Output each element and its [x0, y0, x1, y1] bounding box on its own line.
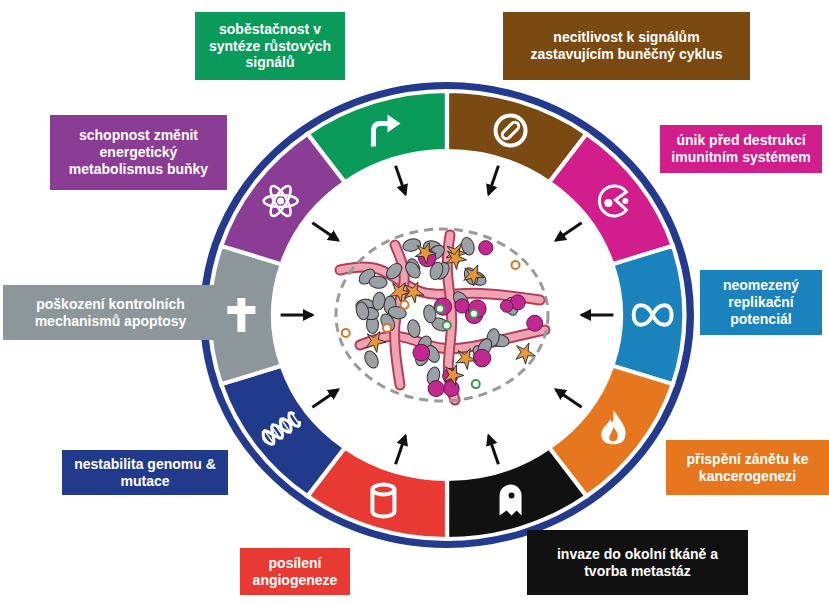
tumor-cell	[402, 237, 422, 253]
hallmark-icon	[500, 485, 522, 516]
small-cell	[383, 324, 391, 332]
hallmark-label: schopnost změnit energetický metabolismu…	[57, 127, 220, 177]
small-cell	[401, 301, 409, 309]
tumor-cell	[362, 349, 381, 370]
hallmark-icon	[373, 114, 400, 146]
hallmark-label-box: soběstačnost v syntéze růstových signálů	[195, 12, 345, 80]
hallmark-label-box: schopnost změnit energetický metabolismu…	[50, 115, 227, 190]
stromal-cell	[446, 248, 467, 269]
hallmark-icon	[634, 305, 672, 325]
hallmark-icon	[372, 485, 394, 517]
hallmark-icon	[496, 115, 526, 145]
hallmark-label-box: posílení angiogeneze	[240, 548, 350, 595]
small-cell	[342, 329, 350, 337]
hallmark-label: necitlivost k signálům zastavujícím buně…	[510, 29, 743, 63]
inward-arrow	[281, 314, 313, 317]
hallmark-label: soběstačnost v syntéze růstových signálů	[202, 21, 338, 71]
inward-arrow	[556, 223, 582, 241]
immune-cell	[479, 241, 493, 255]
hallmark-icon	[264, 183, 298, 218]
hallmark-label: posílení angiogeneze	[247, 555, 343, 589]
hallmark-label-box: neomezený replikační potenciál	[700, 270, 822, 335]
hallmark-label: poškození kontrolních mechanismů apoptos…	[10, 296, 211, 330]
hallmark-icon	[599, 186, 628, 216]
inward-arrow	[556, 390, 582, 408]
immune-cell	[527, 315, 543, 331]
immune-cell	[434, 298, 451, 315]
inward-arrow	[312, 223, 338, 241]
outer-ring	[204, 86, 689, 544]
ring-segment	[612, 246, 684, 384]
ring-segment	[549, 134, 673, 265]
immune-cell	[413, 344, 430, 361]
immune-cell	[501, 300, 513, 312]
hallmark-icon	[601, 410, 625, 444]
small-cell	[436, 305, 444, 313]
stromal-cell	[405, 282, 425, 303]
hallmark-label-box: necitlivost k signálům zastavujícím buně…	[503, 12, 750, 80]
hallmark-label: únik před destrukcí imunitním systémem	[667, 132, 815, 166]
small-cell	[470, 310, 478, 318]
tumor-cell	[354, 301, 370, 321]
ring-segment	[221, 366, 345, 497]
hallmark-icon	[227, 298, 255, 332]
hallmark-label: přispění zánětu ke kancerogenezi	[673, 451, 822, 485]
tumor-illustration	[336, 229, 548, 401]
stromal-cell	[444, 365, 464, 386]
ring-segment	[210, 246, 282, 384]
hallmark-label-box: invaze do okolní tkáně a tvorba metastáz	[527, 530, 748, 595]
immune-cell	[428, 381, 444, 397]
stromal-cell	[366, 332, 386, 353]
tumor-boundary	[336, 229, 548, 401]
small-cell	[511, 261, 519, 269]
hallmark-label-box: únik před destrukcí imunitním systémem	[660, 125, 822, 173]
hallmark-label-box: přispění zánětu ke kancerogenezi	[666, 440, 829, 495]
stromal-cell	[464, 265, 484, 286]
stromal-cell	[415, 243, 436, 264]
ring-segment	[221, 134, 345, 265]
tumor-cell	[406, 319, 421, 339]
hallmark-label-box: nestabilita genomu & mutace	[62, 450, 228, 495]
inward-arrow	[489, 166, 499, 195]
hallmark-label-box: poškození kontrolních mechanismů apoptos…	[3, 285, 218, 340]
inward-arrow	[396, 436, 406, 465]
inward-arrow	[312, 390, 338, 408]
stromal-cell	[456, 349, 477, 370]
hallmark-label: neomezený replikační potenciál	[707, 277, 815, 327]
small-cell	[443, 321, 451, 329]
immune-cell	[468, 300, 486, 318]
inward-arrows	[281, 166, 614, 465]
hallmark-ring	[204, 86, 689, 544]
ring-segment	[447, 448, 587, 539]
inward-arrow	[489, 436, 499, 465]
hallmark-icon	[260, 411, 302, 447]
inward-arrow	[396, 166, 406, 195]
immune-cell	[443, 381, 459, 397]
immune-cell	[473, 349, 490, 366]
tumor-cell	[384, 261, 405, 282]
small-cell	[472, 380, 480, 388]
tumor-cell	[369, 275, 388, 289]
hallmark-label: nestabilita genomu & mutace	[69, 456, 221, 490]
inward-arrow	[582, 314, 614, 317]
hallmark-label: invaze do okolní tkáně a tvorba metastáz	[534, 546, 741, 580]
